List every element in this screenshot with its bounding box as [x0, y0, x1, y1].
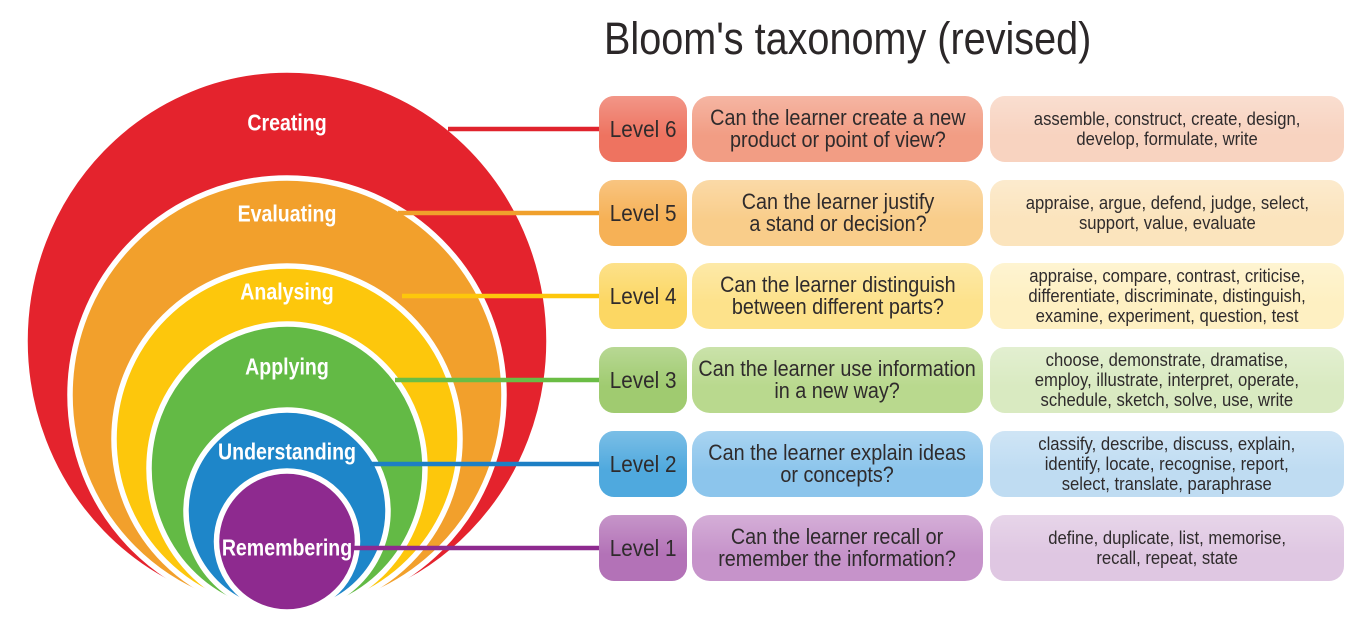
question-box: Can the learner recall or remember the i… — [692, 515, 983, 581]
level-row-3: Level 3 Can the learner use information … — [599, 347, 1347, 413]
verbs-box: classify, describe, discuss, explain, id… — [990, 431, 1344, 497]
level-row-1: Level 1 Can the learner recall or rememb… — [599, 515, 1347, 581]
level-badge: Level 5 — [599, 180, 687, 246]
level-row-4: Level 4 Can the learner distinguish betw… — [599, 263, 1347, 329]
ring-label-applying: Applying — [245, 353, 329, 380]
ring-label-analysing: Analysing — [240, 278, 334, 305]
verbs-box: assemble, construct, create, design, dev… — [990, 96, 1344, 162]
verbs-box: appraise, argue, defend, judge, select, … — [990, 180, 1344, 246]
verbs-box: appraise, compare, contrast, criticise, … — [990, 263, 1344, 329]
question-box: Can the learner justify a stand or decis… — [692, 180, 983, 246]
question-box: Can the learner explain ideas or concept… — [692, 431, 983, 497]
question-box: Can the learner distinguish between diff… — [692, 263, 983, 329]
ring-label-creating: Creating — [247, 109, 327, 136]
level-row-6: Level 6 Can the learner create a new pro… — [599, 96, 1347, 162]
ring-remembering — [213, 468, 361, 615]
ring-label-remembering: Remembering — [221, 534, 353, 561]
verbs-box: define, duplicate, list, memorise, recal… — [990, 515, 1344, 581]
ring-label-understanding: Understanding — [218, 438, 356, 465]
level-badge: Level 1 — [599, 515, 687, 581]
level-badge: Level 2 — [599, 431, 687, 497]
question-box: Can the learner create a new product or … — [692, 96, 983, 162]
level-badge: Level 6 — [599, 96, 687, 162]
verbs-box: choose, demonstrate, dramatise, employ, … — [990, 347, 1344, 413]
level-badge: Level 4 — [599, 263, 687, 329]
level-badge: Level 3 — [599, 347, 687, 413]
level-row-5: Level 5 Can the learner justify a stand … — [599, 180, 1347, 246]
question-box: Can the learner use information in a new… — [692, 347, 983, 413]
ring-label-evaluating: Evaluating — [237, 200, 337, 227]
page-title: Bloom's taxonomy (revised) — [604, 13, 1092, 64]
level-row-2: Level 2 Can the learner explain ideas or… — [599, 431, 1347, 497]
